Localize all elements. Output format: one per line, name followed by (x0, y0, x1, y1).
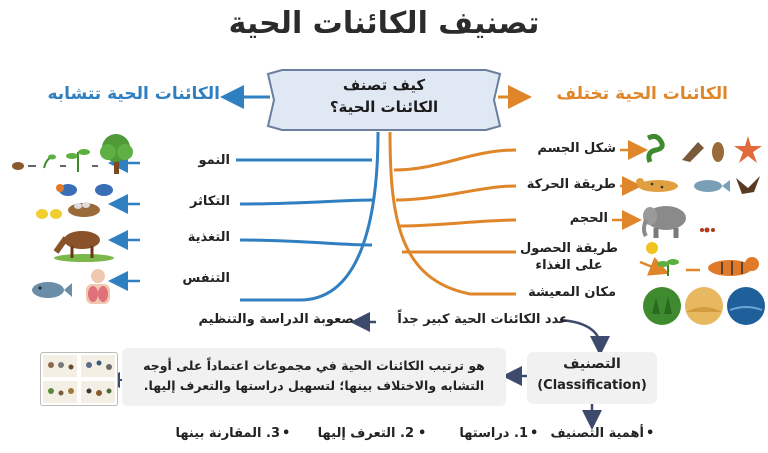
banner-line-1: كيف تصنف (342, 76, 426, 94)
animal-groups-thumbnail (40, 352, 118, 406)
importance-bullet: • (282, 426, 291, 441)
importance-item-3: 3. المقارنة بينها (175, 426, 280, 441)
birds-nest-icon (36, 184, 113, 219)
right-trunk (388, 131, 516, 296)
banner-question: كيف تصنف الكائنات الحية؟ (290, 74, 478, 118)
importance-bullet: • (530, 426, 539, 441)
importance-bullet: • (646, 426, 655, 441)
classification-box (527, 352, 657, 404)
importance-label: أهمية التصنيف (550, 426, 644, 441)
importance-item-2: 2. التعرف إليها (317, 426, 414, 441)
classification-title-ar: التصنيف (563, 356, 621, 372)
question-banner (266, 69, 502, 131)
flow-many-organisms: عدد الكائنات الحية كبير جداً (397, 312, 568, 327)
left-item-reproduction: التكاثر (189, 194, 230, 209)
elephant-ant-icon (642, 206, 715, 238)
right-item-habitat: مكان المعيشة (528, 285, 616, 300)
left-trunk (240, 131, 380, 302)
left-item-nutrition: التغذية (187, 230, 230, 245)
cheetah-fish-eagle-icon (636, 176, 760, 194)
right-item-movement: طريقة الحركة (526, 177, 616, 192)
classification-title-en: (Classification) (537, 378, 647, 393)
definition-line-1: هو ترتيب الكائنات الحية في مجموعات اعتما… (143, 358, 485, 373)
importance-item-1: 1. دراستها (459, 426, 528, 441)
flow-arrow-2 (559, 318, 610, 356)
definition-line-2: التشابه والاختلاف بينها؛ لتسهيل دراستها … (143, 378, 485, 393)
left-item-respiration: التنفس (182, 271, 230, 286)
seed-growth-icon (12, 134, 133, 174)
page-title: تصنيف الكائنات الحية (228, 6, 540, 41)
fish-lungs-icon (32, 269, 110, 304)
horse-eating-icon (53, 231, 114, 262)
snake-bird-starfish-icon (646, 133, 762, 163)
right-item-food: طريقة الحصول على الغذاء (520, 241, 618, 273)
forest-desert-ocean-icon (643, 287, 765, 325)
banner-line-2: الكائنات الحية؟ (329, 98, 439, 116)
left-item-growth: النمو (198, 153, 230, 168)
right-item-body-shape: شكل الجسم (537, 141, 616, 156)
importance-bullet: • (418, 426, 427, 441)
definition-box (122, 348, 506, 406)
right-item-size: الحجم (569, 211, 608, 226)
sun-plant-tiger-icon (646, 242, 759, 276)
right-heading: الكائنات الحية تختلف (556, 84, 728, 104)
definition-text: هو ترتيب الكائنات الحية في مجموعات اعتما… (128, 356, 500, 396)
flow-difficulty: صعوبة الدراسة والتنظيم (198, 312, 354, 327)
left-heading: الكائنات الحية تتشابه (47, 84, 220, 104)
